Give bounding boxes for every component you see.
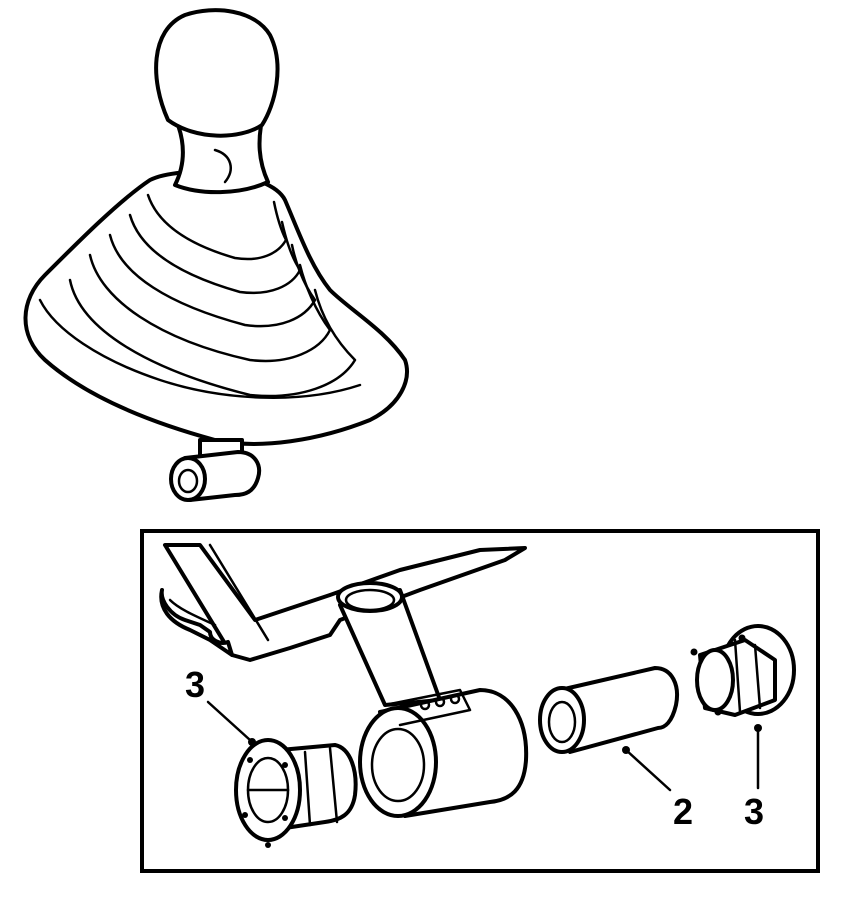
leader-dot xyxy=(248,738,256,746)
leader-line-3-left xyxy=(206,700,252,742)
leader-dot xyxy=(754,724,762,732)
flanged-bushing-right xyxy=(690,624,796,717)
boot-pleat-2 xyxy=(88,253,332,363)
shift-boot xyxy=(23,169,409,446)
bracket-tab-line xyxy=(168,598,217,627)
callout-3-right: 3 xyxy=(744,791,764,832)
housing-weld xyxy=(383,688,472,727)
shaft-top-bore xyxy=(344,588,396,612)
pivot-barrel-bore xyxy=(177,468,199,494)
boot-flange-line xyxy=(38,298,362,399)
callout-3-left: 3 xyxy=(185,664,205,705)
pivot-housing-bore xyxy=(370,727,426,803)
weld-dot xyxy=(419,699,431,711)
bracket-tab xyxy=(159,588,234,657)
knob-neck-crease xyxy=(213,148,232,184)
gear-shift-assembly xyxy=(23,8,409,502)
leader-line-2 xyxy=(624,748,672,792)
bushing-sleeve xyxy=(558,666,679,754)
knob-neck xyxy=(173,118,270,195)
weld-dot xyxy=(449,693,461,705)
boot-pleat-3 xyxy=(108,233,317,328)
detail-inset-content: 3 2 3 xyxy=(159,543,796,848)
leader-dot xyxy=(622,746,630,754)
flanged-bushing-left xyxy=(234,738,358,848)
bushing-sleeve-bore xyxy=(547,700,577,744)
gear-shift-knob xyxy=(154,8,280,138)
bracket-edge xyxy=(208,543,270,642)
callout-2: 2 xyxy=(673,791,693,832)
boot-pleat-1 xyxy=(68,278,357,398)
boot-pleat-5 xyxy=(146,193,288,261)
boot-pleat-4 xyxy=(128,213,302,295)
weld-dot xyxy=(434,696,446,708)
